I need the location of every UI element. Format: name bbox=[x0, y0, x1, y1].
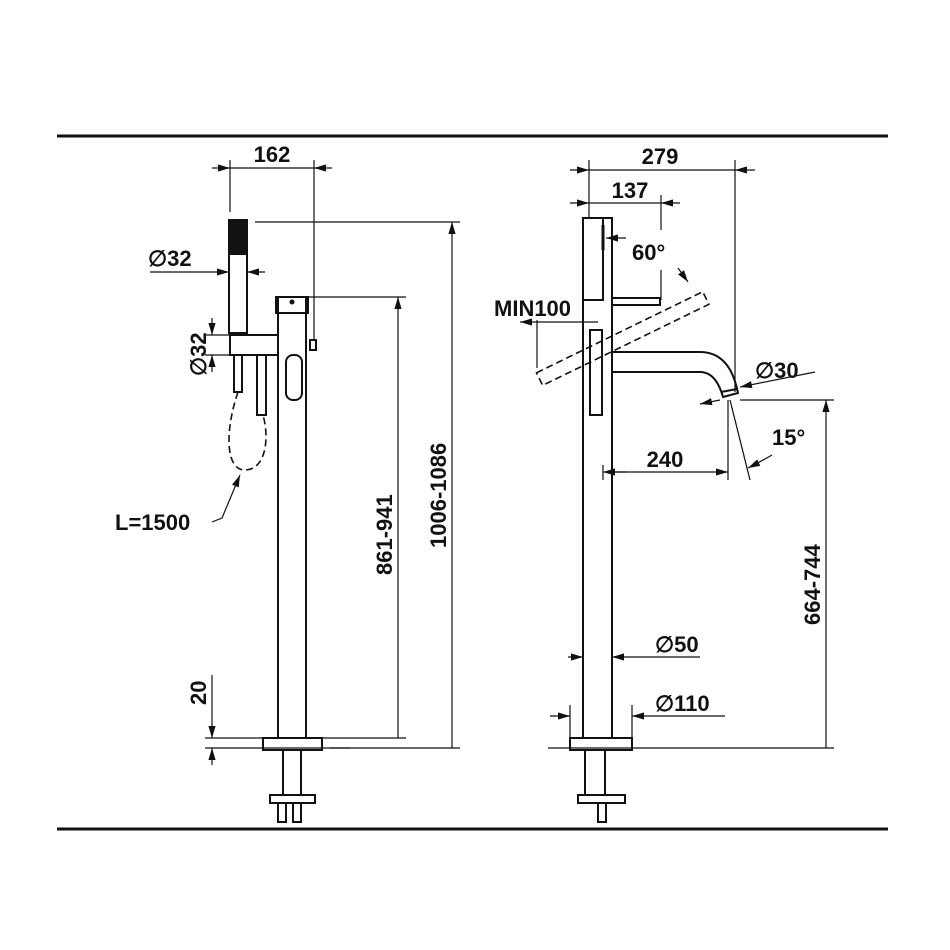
dim-137: 137 bbox=[612, 178, 649, 203]
lever-clearance: MIN100 bbox=[494, 296, 571, 321]
dim-holder-dia: ∅32 bbox=[186, 332, 211, 376]
dim-spout-height: 664-744 bbox=[800, 543, 825, 625]
dim-hand-shower-dia: ∅32 bbox=[148, 246, 192, 271]
dim-floor: 20 bbox=[186, 681, 211, 705]
spout bbox=[612, 351, 740, 399]
lever-angle: 60° bbox=[632, 240, 665, 265]
right-faucet: 279 137 60° MIN100 ∅30 15° 240 664-74 bbox=[494, 144, 834, 823]
dim-279: 279 bbox=[642, 144, 679, 169]
lever bbox=[285, 354, 303, 401]
dim-162: 162 bbox=[254, 142, 291, 167]
dim-240: 240 bbox=[647, 447, 684, 472]
left-faucet: 162 ∅32 ∅32 L=1500 1006-1086 861-941 20 bbox=[115, 142, 460, 823]
spout-angle: 15° bbox=[772, 425, 805, 450]
shower-holder bbox=[229, 334, 279, 356]
flange-dia: ∅110 bbox=[655, 691, 710, 716]
dim-total-height: 1006-1086 bbox=[426, 443, 451, 548]
hose-length: L=1500 bbox=[115, 510, 190, 535]
column-dia: ∅50 bbox=[655, 632, 699, 657]
spout-dia: ∅30 bbox=[755, 358, 799, 383]
dim-body-height: 861-941 bbox=[372, 494, 397, 575]
hose bbox=[228, 391, 267, 471]
